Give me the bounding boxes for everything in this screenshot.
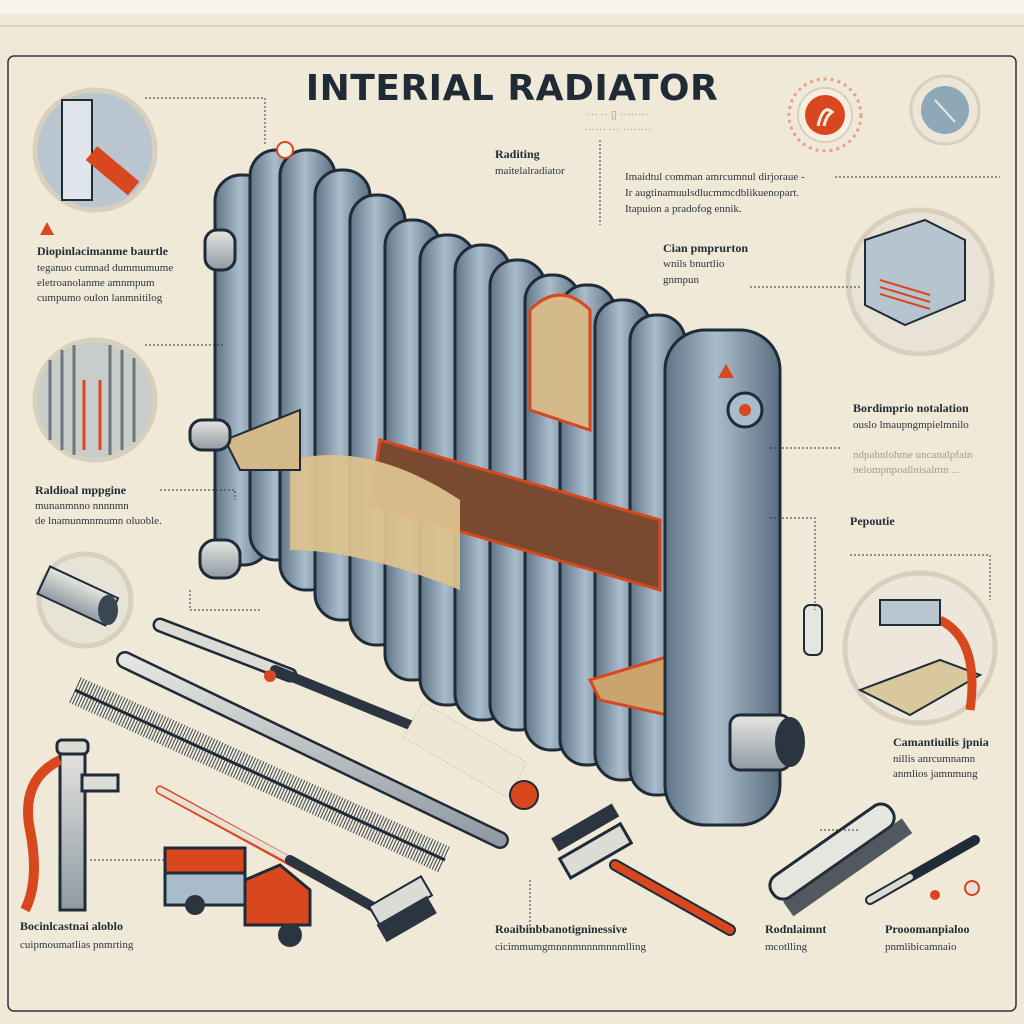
detail-circle-valve: [32, 87, 158, 213]
label-line: pnmlibicamnaio: [885, 941, 957, 953]
label-bottom-left: Bocinlcastnai aloblo cuipmoumatlias pnmr…: [20, 919, 134, 951]
tool-extension-pole: [116, 651, 539, 849]
gauge-icon: [909, 74, 981, 146]
label-left-top: Diopinlacimanme baurtle teganuo cumnad d…: [37, 244, 173, 304]
label-top-right-paragraph: Imaidtul comman amrcumnul dirjoraue - Ir…: [625, 171, 805, 215]
tool-scrub-brush: [155, 785, 437, 943]
page-title: INTERIAL RADIATOR: [306, 68, 718, 109]
label-line: munanmnno nnnnmn: [35, 500, 129, 512]
frame-border: [7, 55, 1017, 1012]
label-line: anmlios jamnmung: [893, 768, 978, 780]
label-heading: Camantiuilis jpnia: [893, 735, 989, 749]
label-bottom-center: Roaibinbbanotigninessive cicimmumgmnnnmn…: [495, 922, 646, 953]
label-line: nelompnpoallnisalmn ...: [853, 464, 960, 476]
top-margin: [0, 0, 1024, 14]
label-heading: Bocinlcastnai aloblo: [20, 919, 123, 933]
label-right-lower: Pepoutie: [850, 514, 895, 528]
label-line: Itapuion a pradofog ennik.: [625, 203, 742, 215]
label-line: mcotlling: [765, 941, 808, 953]
tool-hand-brush: [768, 802, 913, 917]
label-heading: Pepoutie: [850, 514, 895, 528]
label-heading: Cian pmprurton: [663, 241, 748, 255]
drop-marker: [276, 141, 294, 159]
label-line: maitelalradiator: [495, 165, 565, 177]
label-heading: Diopinlacimanme baurtle: [37, 244, 169, 258]
leader-lines: [90, 97, 1000, 930]
label-line: gnmpun: [663, 274, 700, 286]
label-line: Ir augtinamuulsdlucmmcdblikuenopart.: [625, 187, 799, 199]
label-line: cuipmoumatlias pnmrting: [20, 939, 134, 951]
outlet-pipe: [728, 713, 805, 772]
label-line: cicimmumgmnnnmnnnmnnmlling: [495, 941, 646, 953]
label-center-right: Cian pmprurton wnils bnurtlio gnmpun: [663, 241, 748, 286]
thermostat-dial-icon: [787, 77, 863, 153]
inlet-valve: [188, 228, 242, 580]
label-heading: Roaibinbbanotigninessive: [495, 922, 628, 936]
label-line: ouslo lmaupngmpielmnilo: [853, 419, 969, 431]
label-line: eletroanolanme amnmpum: [37, 277, 155, 289]
label-heading: Prooomanpialoo: [885, 922, 969, 936]
subtitle-line: ······ ··· ········: [584, 124, 652, 136]
tool-truck: [163, 846, 312, 947]
label-heading: Rodnlaimnt: [765, 922, 826, 936]
subtitle-line: ··· ·· ▯ ········: [587, 109, 649, 121]
cutaway-inlet: [223, 408, 301, 471]
label-bottom-right-a: Rodnlaimnt mcotlling: [765, 922, 826, 953]
label-top-center: Raditing maitelalradiator: [495, 147, 565, 177]
detail-circle-hose: [842, 570, 998, 726]
label-bottom-right-b: Prooomanpialoo pnmlibicamnaio: [885, 922, 969, 953]
tool-small-brush: [803, 604, 823, 656]
label-line: teganuo cumnad dummumume: [37, 262, 173, 274]
label-heading: Raditing: [495, 147, 540, 161]
label-right-middle: Bordimprio notalation ouslo lmaupngmpiel…: [853, 401, 973, 476]
label-right-bottom: Camantiuilis jpnia nillis anrcumnamn anm…: [893, 735, 989, 780]
label-line: de lnamunmnmumn oluoble.: [35, 515, 162, 527]
tool-screwdriver: [865, 835, 980, 905]
label-line: ndpahnlohme uncanalpfain: [853, 449, 973, 461]
detail-circle-fins: [32, 337, 158, 463]
label-line: cumpumo oulon lanmnitilog: [37, 292, 163, 304]
label-heading: Bordimprio notalation: [853, 401, 969, 415]
tool-bottle-brush: [69, 677, 451, 873]
radiator-illustration: [188, 141, 805, 827]
tool-squeegee: [551, 803, 736, 936]
label-line: nillis anrcumnamn: [893, 753, 976, 765]
sediment-insulation: [290, 455, 460, 590]
warning-marker: [718, 364, 734, 378]
radiator-end-cap: [663, 328, 782, 827]
warning-icon: [40, 222, 54, 235]
detail-circle-pipe: [36, 551, 134, 649]
label-heading: Raldioal mppgine: [35, 483, 127, 497]
tool-long-rod: [152, 617, 415, 730]
tool-water-pipe: [20, 738, 120, 913]
label-left-middle: Raldioal mppgine munanmnno nnnnmn de lna…: [35, 483, 162, 527]
label-line: wnils bnurtlio: [663, 258, 725, 270]
detail-circle-chamber: [845, 207, 995, 357]
label-line: Imaidtul comman amrcumnul dirjoraue -: [625, 171, 805, 183]
cutaway-top: [528, 293, 592, 433]
